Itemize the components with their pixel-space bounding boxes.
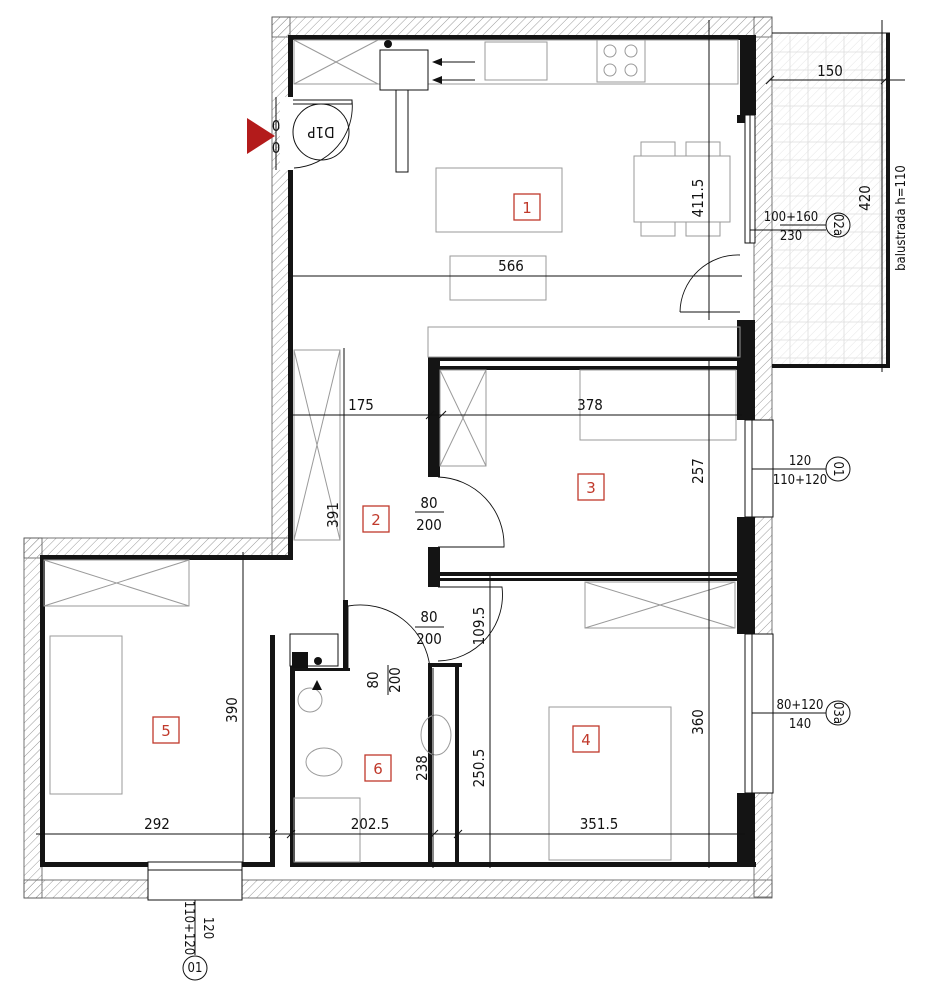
dim-room1-depth: 411.5 <box>689 179 707 218</box>
room-labels: 1 2 3 4 5 6 <box>152 193 605 782</box>
doors <box>275 97 741 669</box>
dim-room3-depth: 257 <box>689 458 707 484</box>
room-number-3: 3 <box>586 479 596 497</box>
furniture <box>43 39 741 863</box>
window-01-right-size2: 110+120 <box>773 473 827 488</box>
walls <box>40 35 756 867</box>
window-tag-01-right-circle <box>825 456 851 482</box>
entrance: 0 0 D1P <box>247 117 335 157</box>
window-01-right-size1: 120 <box>789 454 811 469</box>
dim-109-5: 109.5 <box>470 607 488 646</box>
entrance-door-tag: D1P <box>307 123 334 141</box>
dimension-lines <box>36 20 905 955</box>
dim-bath-depth: 238 <box>413 755 431 781</box>
dim-250-5: 250.5 <box>470 749 488 788</box>
dim-hall-width: 175 <box>348 396 374 414</box>
window-tag-03a-circle <box>825 700 851 726</box>
window-01-bottom-size1: 120 <box>200 917 215 939</box>
balcony <box>772 32 890 368</box>
window-texts: 100+160 230 02a 120 110+120 01 80+120 14… <box>181 210 845 976</box>
windows <box>147 114 774 901</box>
balustrade-note: balustrada h=110 <box>894 165 909 271</box>
window-03a-tag: 03a <box>830 702 845 724</box>
dim-room4-depth: 360 <box>689 709 707 735</box>
dim-door3-height: 200 <box>416 516 442 534</box>
dim-room3-width: 378 <box>577 396 603 414</box>
dim-bath-door-height: 200 <box>386 667 404 693</box>
window-02a-tag: 02a <box>830 214 845 236</box>
dim-bath-door-width: 80 <box>364 671 382 688</box>
window-tags <box>182 212 851 981</box>
room-number-5: 5 <box>161 722 171 740</box>
window-02a-width: 230 <box>780 229 802 244</box>
dim-bath-width: 202.5 <box>351 815 390 833</box>
window-03a-size: 80+120 <box>777 698 824 713</box>
dim-balcony-depth: 420 <box>856 185 874 211</box>
dim-door4-width: 80 <box>420 608 437 626</box>
dim-hall-length: 391 <box>324 502 342 528</box>
dim-room4-width: 351.5 <box>580 815 619 833</box>
window-tag-01-bottom-circle <box>182 955 208 981</box>
window-01-right-tag: 01 <box>830 462 845 477</box>
dim-balcony-width: 150 <box>817 62 843 80</box>
entrance-mark-bottom: 0 <box>272 139 281 157</box>
dim-room1-width: 566 <box>498 257 524 275</box>
room-number-1: 1 <box>522 199 532 217</box>
room-number-2: 2 <box>371 511 381 529</box>
window-03a-width: 140 <box>789 717 811 732</box>
dim-room5-width: 292 <box>144 815 170 833</box>
window-01-bottom-size2: 110+120 <box>181 901 196 955</box>
dimension-texts: 150 420 411.5 566 175 378 257 391 80 200… <box>144 62 874 833</box>
entrance-arrow-icon <box>247 118 275 154</box>
window-02a-size: 100+160 <box>764 210 818 225</box>
window-01-bottom-tag: 01 <box>188 961 203 976</box>
window-tag-02a-circle <box>825 212 851 238</box>
dim-room5-depth: 390 <box>223 697 241 723</box>
room-number-4: 4 <box>581 731 591 749</box>
dim-door4-height: 200 <box>416 630 442 648</box>
entrance-mark-top: 0 <box>272 117 281 135</box>
room-number-6: 6 <box>373 760 383 778</box>
dim-door3-width: 80 <box>420 494 437 512</box>
